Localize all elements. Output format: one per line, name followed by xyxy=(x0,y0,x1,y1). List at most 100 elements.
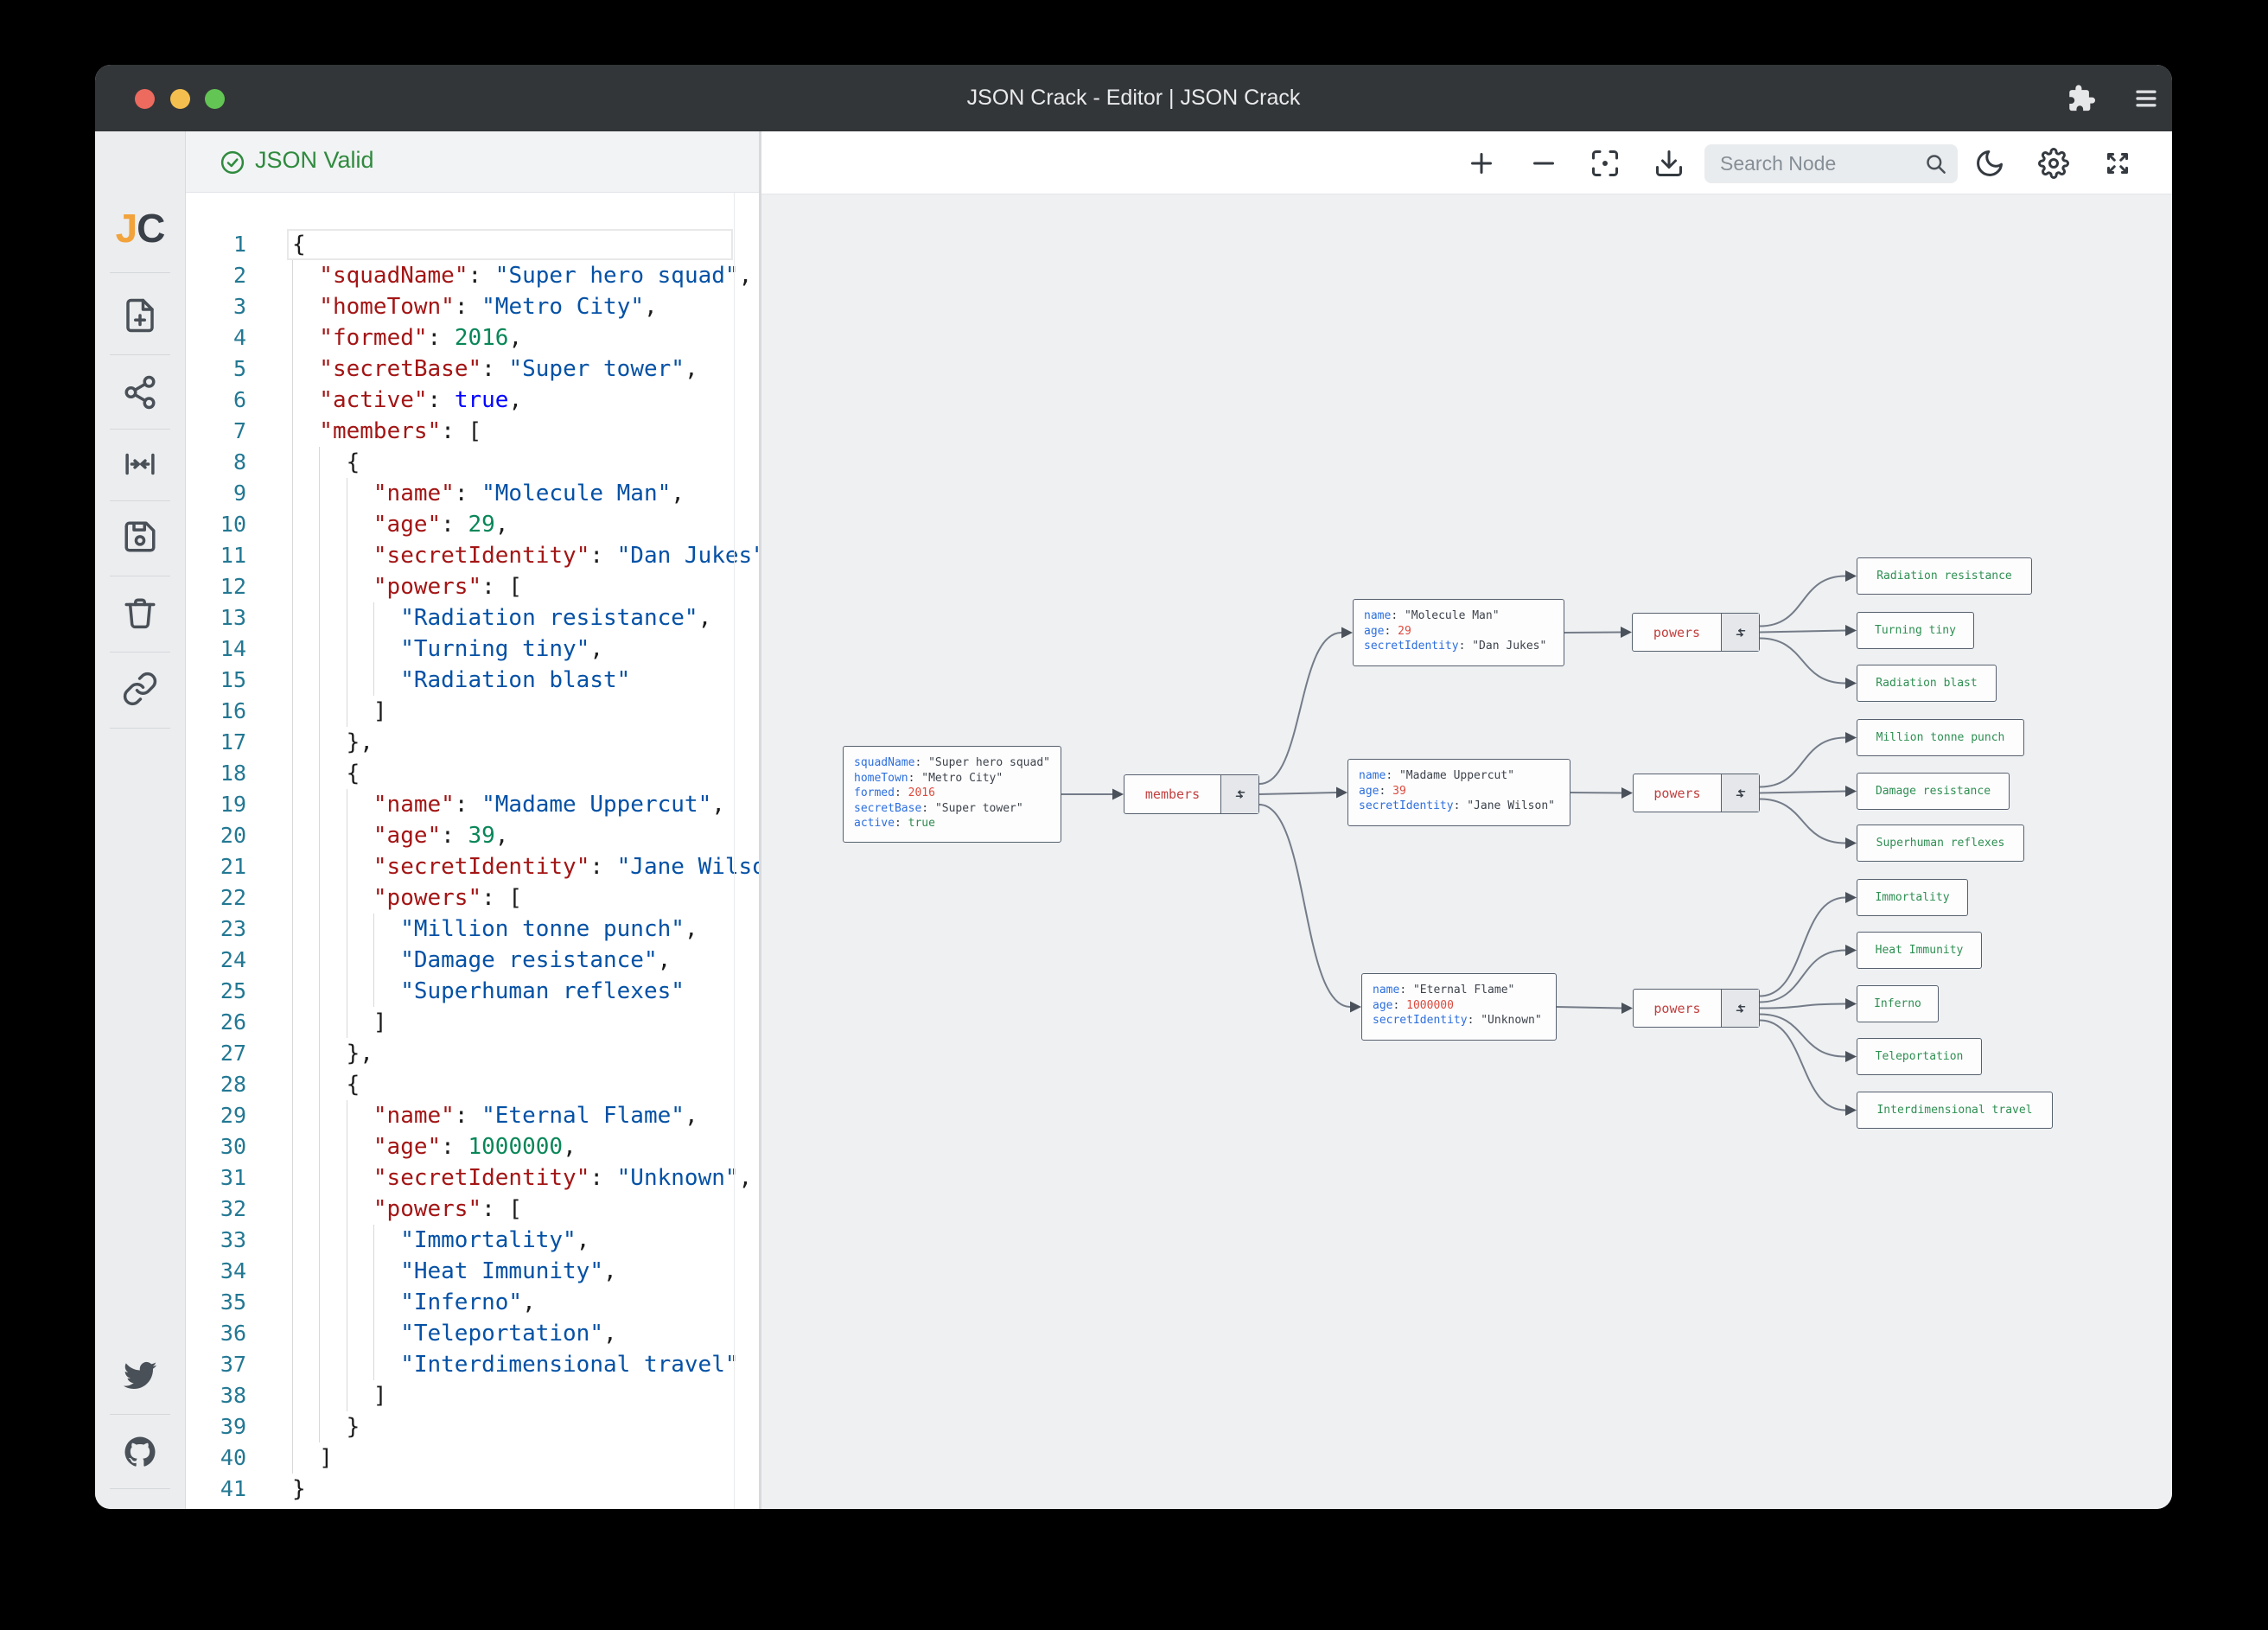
graph-node-r1[interactable]: Radiation resistance xyxy=(1857,557,2032,595)
leaf-value: Superhuman reflexes xyxy=(1876,837,2005,850)
line-number: 6 xyxy=(233,387,246,412)
indent-guide xyxy=(319,1038,346,1069)
layout-direction-button[interactable] xyxy=(122,374,158,411)
graph-node-powers2[interactable]: powers xyxy=(1633,774,1760,812)
indent-guide xyxy=(319,1069,346,1100)
indent-guide xyxy=(346,789,373,820)
jsoncrack-logo[interactable]: JC xyxy=(115,206,166,251)
twitter-link-button[interactable] xyxy=(122,1358,158,1394)
node-row: name: "Molecule Man" xyxy=(1364,609,1500,622)
indent-guide xyxy=(292,1442,319,1474)
line-number: 25 xyxy=(220,978,246,1003)
code-line: 3"homeTown": "Metro City", xyxy=(186,291,759,322)
code-line: 36"Teleportation", xyxy=(186,1318,759,1349)
import-file-button[interactable] xyxy=(122,297,158,334)
collapse-button[interactable] xyxy=(1721,774,1759,812)
indent-guide xyxy=(292,665,319,696)
line-number: 21 xyxy=(220,854,246,879)
share-button[interactable] xyxy=(122,671,158,707)
indent-guide xyxy=(319,602,346,634)
indent-guide xyxy=(292,540,319,571)
graph-node-e2[interactable]: Heat Immunity xyxy=(1857,932,1982,969)
indent-guide xyxy=(346,696,373,727)
json-editor[interactable]: 1{2"squadName": "Super hero squad",3"hom… xyxy=(186,193,759,1509)
minimize-window-button[interactable] xyxy=(170,89,190,109)
indent-guide xyxy=(292,509,319,540)
indent-guide xyxy=(292,478,319,509)
save-button[interactable] xyxy=(122,519,158,555)
graph-node-r2[interactable]: Turning tiny xyxy=(1857,612,1974,649)
node-row: active: true xyxy=(854,817,935,830)
graph-node-e1[interactable]: Immortality xyxy=(1857,879,1968,916)
code-line: 7"members": [ xyxy=(186,416,759,447)
node-row: secretIdentity: "Unknown" xyxy=(1373,1014,1542,1027)
delete-button[interactable] xyxy=(122,595,158,632)
graph-node-e4[interactable]: Teleportation xyxy=(1857,1038,1982,1075)
collapse-button[interactable] xyxy=(1721,990,1759,1027)
graph-node-root[interactable]: squadName: "Super hero squad"homeTown: "… xyxy=(843,746,1061,843)
graph-node-m1[interactable]: Million tonne punch xyxy=(1857,719,2024,756)
settings-button[interactable] xyxy=(2038,148,2069,179)
branch-label: powers xyxy=(1653,785,1701,801)
indent-guide xyxy=(373,976,400,1007)
indent-guide xyxy=(292,602,319,634)
browser-menu-icon[interactable] xyxy=(2131,84,2161,113)
code-line: 21"secretIdentity": "Jane Wilson", xyxy=(186,851,759,882)
indent-guide xyxy=(346,1194,373,1225)
indent-guide xyxy=(292,1069,319,1100)
zoom-in-button[interactable] xyxy=(1466,148,1497,179)
code-line: 34"Heat Immunity", xyxy=(186,1256,759,1287)
indent-guide xyxy=(373,1225,400,1256)
indent-guide xyxy=(319,945,346,976)
collapse-button[interactable] xyxy=(1721,614,1759,651)
link-icon xyxy=(123,672,157,706)
theme-toggle-button[interactable] xyxy=(1974,148,2005,179)
graph-node-r3[interactable]: Radiation blast xyxy=(1857,665,1997,702)
indent-guide xyxy=(346,820,373,851)
line-number: 18 xyxy=(220,761,246,786)
editor-lines: 1{2"squadName": "Super hero squad",3"hom… xyxy=(186,229,759,1505)
code-line: 2"squadName": "Super hero squad", xyxy=(186,260,759,291)
indent-guide xyxy=(319,571,346,602)
focus-center-button[interactable] xyxy=(1590,148,1621,179)
code-line: 24"Damage resistance", xyxy=(186,945,759,976)
graph-node-e5[interactable]: Interdimensional travel xyxy=(1857,1092,2053,1129)
editor-scrollbar[interactable] xyxy=(734,193,735,1509)
search-node-box xyxy=(1704,144,1958,183)
close-window-button[interactable] xyxy=(135,89,155,109)
search-node-input[interactable] xyxy=(1718,144,1908,183)
graph-node-e3[interactable]: Inferno xyxy=(1857,985,1939,1022)
graph-node-powers1[interactable]: powers xyxy=(1632,613,1760,652)
graph-node-m3[interactable]: Superhuman reflexes xyxy=(1857,825,2024,862)
zoom-out-button[interactable] xyxy=(1528,148,1559,179)
collapse-button[interactable] xyxy=(1220,775,1258,813)
graph-nodes-icon xyxy=(124,375,156,410)
divider xyxy=(110,429,170,430)
line-number: 27 xyxy=(220,1041,246,1066)
download-image-button[interactable] xyxy=(1653,148,1685,179)
graph-node-m2[interactable]: Damage resistance xyxy=(1857,773,2010,810)
line-number: 10 xyxy=(220,512,246,537)
indent-guide xyxy=(319,447,346,478)
graph-node-members[interactable]: members xyxy=(1124,774,1259,814)
panel-splitter[interactable] xyxy=(759,131,761,1509)
indent-guide xyxy=(346,1256,373,1287)
collapse-arrows-icon xyxy=(1736,627,1745,637)
search-icon[interactable] xyxy=(1924,152,1947,175)
line-number: 41 xyxy=(220,1476,246,1501)
indent-guide xyxy=(319,1100,346,1131)
graph-node-powers3[interactable]: powers xyxy=(1633,989,1760,1028)
center-view-button[interactable] xyxy=(122,446,158,482)
line-number: 13 xyxy=(220,605,246,630)
indent-guide xyxy=(373,1256,400,1287)
fullscreen-button[interactable] xyxy=(2102,148,2133,179)
branch-label: powers xyxy=(1653,1000,1701,1016)
indent-guide xyxy=(292,571,319,602)
code-line: 37"Interdimensional travel" xyxy=(186,1349,759,1380)
github-link-button[interactable] xyxy=(122,1434,158,1470)
zoom-window-button[interactable] xyxy=(205,89,225,109)
extensions-puzzle-icon[interactable] xyxy=(2066,84,2095,113)
